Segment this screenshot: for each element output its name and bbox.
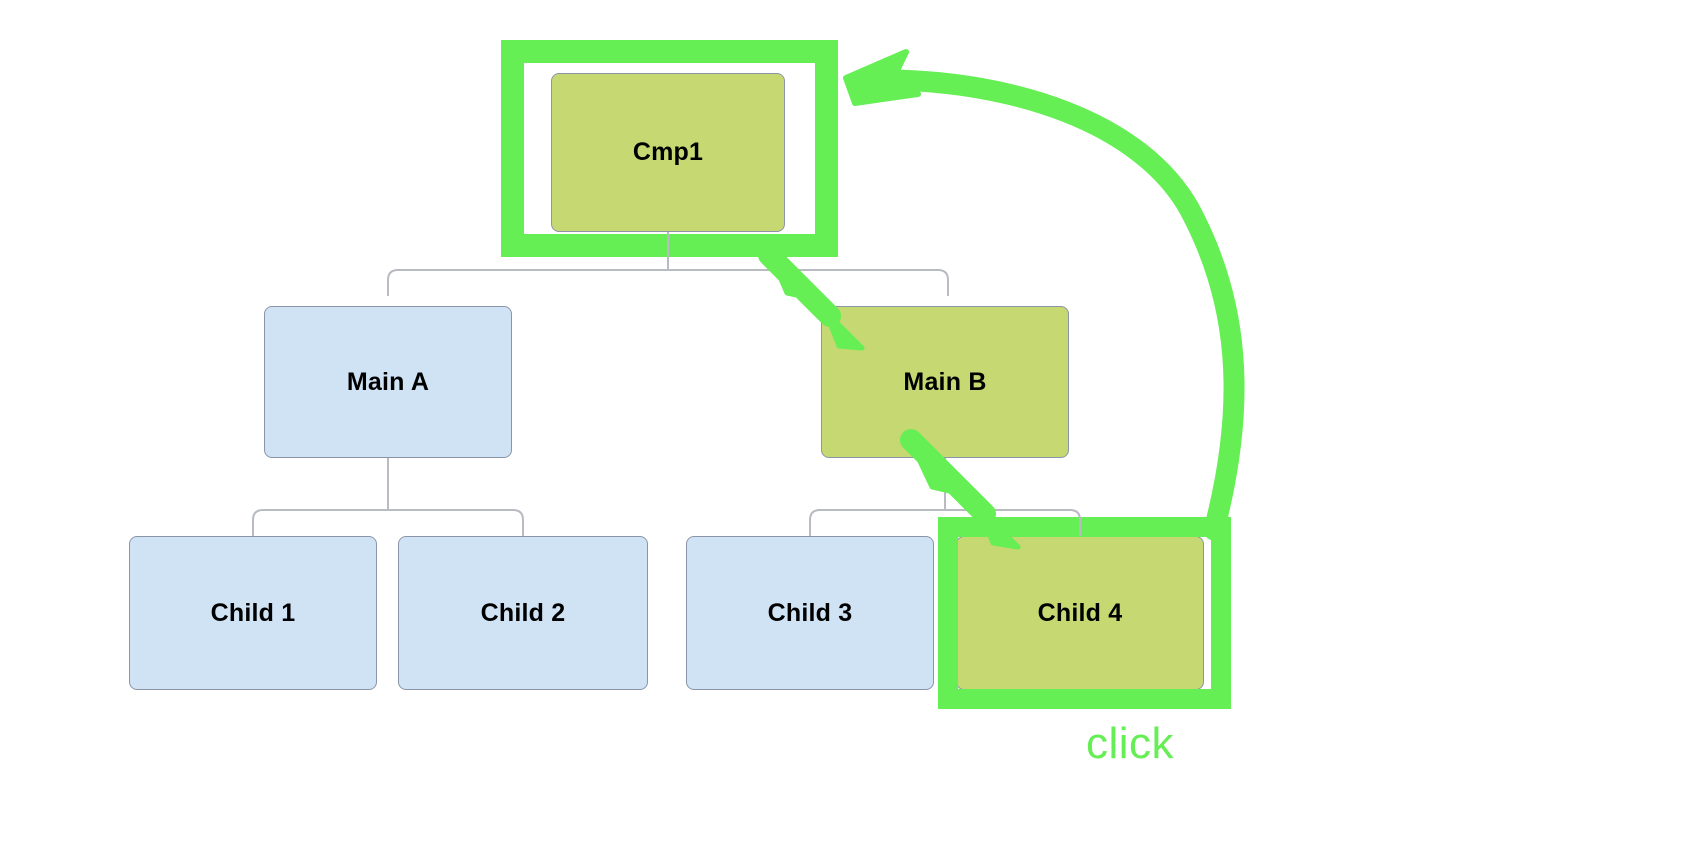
node-child-2-label: Child 2 [480, 598, 566, 627]
node-child-4-label: Child 4 [1037, 598, 1123, 627]
node-child-1-label: Child 1 [210, 598, 296, 627]
node-child-1[interactable]: Child 1 [129, 536, 377, 690]
node-child-3[interactable]: Child 3 [686, 536, 934, 690]
node-cmp1[interactable]: Cmp1 [551, 73, 785, 232]
connector-mainA-bus [252, 509, 524, 536]
node-main-a[interactable]: Main A [264, 306, 512, 458]
click-caption: click [1086, 719, 1175, 768]
node-child-2[interactable]: Child 2 [398, 536, 648, 690]
highlight-ring-cmp1 [501, 40, 838, 257]
node-child-4[interactable]: Child 4 [956, 536, 1204, 690]
connector-mainB-bus [809, 509, 1081, 536]
node-child-3-label: Child 3 [767, 598, 853, 627]
node-main-a-label: Main A [346, 367, 430, 396]
connector-level1-bus [387, 269, 949, 296]
node-cmp1-label: Cmp1 [632, 138, 704, 166]
